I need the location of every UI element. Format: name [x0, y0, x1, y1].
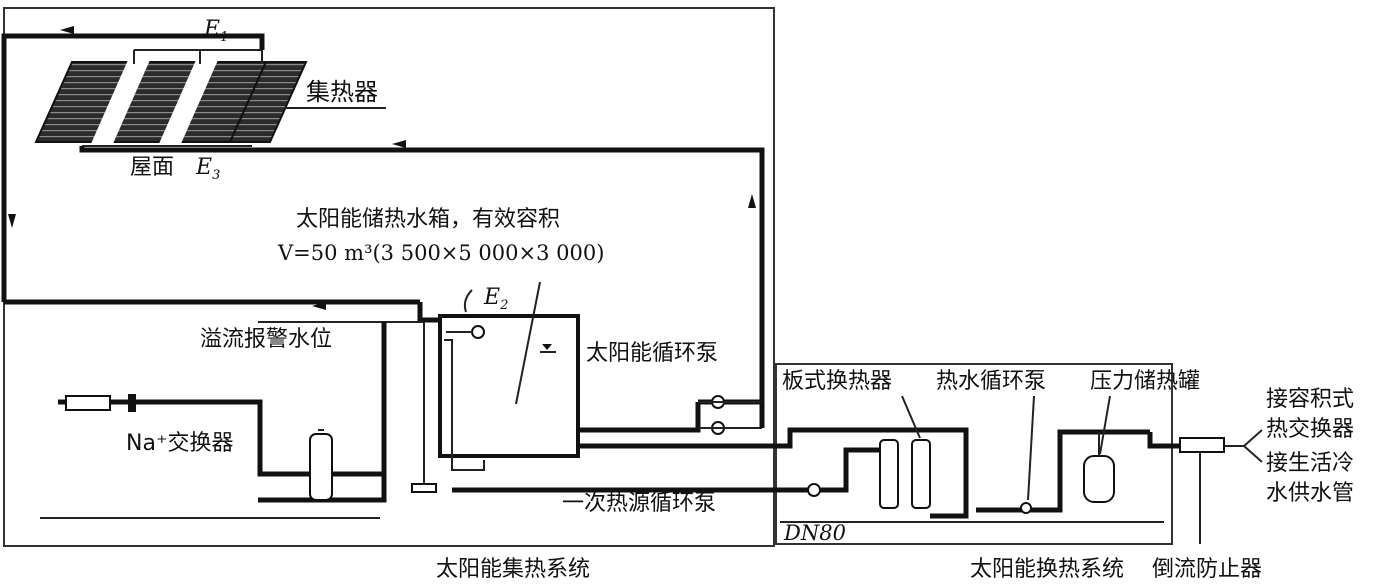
hot-water-circulation-pipe	[976, 429, 1150, 513]
label-tank-line2: V=50 m³(3 500×5 000×3 000)	[277, 241, 604, 265]
label-pressure-tank: 压力储热罐	[1090, 369, 1200, 394]
tank-water-level-mark	[542, 344, 552, 350]
label-backflow-preventer: 倒流防止器	[1152, 557, 1262, 582]
plate-exchanger-1	[879, 439, 899, 509]
label-dn80: DN80	[783, 521, 846, 545]
primary-loop-pipe	[452, 447, 880, 493]
pressure-storage-tank	[1083, 455, 1115, 503]
outlet-branch-top	[1243, 429, 1263, 447]
label-plate-exchanger: 板式换热器	[782, 369, 892, 394]
label-to-cold-2: 水供水管	[1266, 481, 1354, 506]
flow-arrow-supply	[392, 140, 406, 148]
label-e2: E2	[483, 285, 508, 313]
label-solar-pump: 太阳能循环泵	[586, 341, 718, 366]
exchange-system-frame	[775, 363, 1173, 545]
collector-panel-4	[228, 61, 308, 143]
label-roof: 屋面	[130, 155, 174, 180]
tank-leader-line	[515, 281, 541, 405]
label-to-exchanger-1: 接容积式	[1266, 387, 1354, 412]
solar-circulation-pump	[578, 395, 765, 435]
label-collector: 集热器	[306, 78, 378, 106]
collector-gap-2	[158, 60, 218, 146]
collector-gap-1	[90, 60, 150, 146]
solar-collector-array	[34, 49, 308, 147]
na-exchanger-vessel	[309, 433, 333, 501]
exchanger-outlet-pipe	[930, 427, 969, 519]
storage-tank	[438, 314, 580, 458]
plate-exchanger-2	[911, 439, 931, 509]
outlet-branch-bottom	[1243, 445, 1263, 463]
label-tank-line1: 太阳能储热水箱，有效容积	[296, 207, 560, 232]
backflow-preventer-icon	[1179, 437, 1225, 453]
label-system-exchange: 太阳能换热系统	[970, 557, 1124, 582]
e2-sensor	[471, 325, 485, 339]
tank-to-exchanger-pipe	[578, 427, 940, 449]
water-meter	[65, 395, 111, 411]
label-e1: E1	[203, 17, 228, 45]
label-to-cold-1: 接生活冷	[1266, 451, 1354, 476]
label-e3: E3	[195, 155, 220, 183]
overflow-inlet-pipe	[417, 302, 440, 323]
primary-pump-icon	[807, 483, 821, 497]
hot-water-pump-icon	[1020, 502, 1032, 514]
overflow-drain	[411, 483, 437, 493]
e2-sensor-lead	[463, 289, 473, 313]
label-to-exchanger-2: 热交换器	[1266, 417, 1354, 442]
collector-return-pipe	[1, 33, 265, 302]
flow-arrow-tank	[312, 302, 326, 310]
label-primary-pump: 一次热源循环泵	[562, 491, 716, 516]
pressure-tank-leader	[1099, 395, 1111, 455]
flow-arrow-top	[60, 26, 74, 34]
overflow-alarm-line	[258, 321, 425, 484]
flow-arrow-right	[748, 194, 756, 208]
label-overflow-alarm: 溢流报警水位	[200, 327, 332, 352]
label-system-collection: 太阳能集热系统	[436, 557, 590, 582]
feed-valve	[128, 394, 136, 412]
pump-discharge-pipe	[578, 402, 701, 433]
flow-arrow-left	[8, 214, 16, 228]
tank-drain-line	[444, 339, 485, 471]
label-hot-water-pump: 热水循环泵	[936, 369, 1046, 394]
plate-exchanger-leader	[901, 395, 921, 439]
softened-water-pipe	[258, 322, 387, 503]
label-na-exchanger: Na⁺交换器	[126, 431, 234, 456]
to-backflow-pipe	[1147, 432, 1180, 449]
hot-water-pump-leader	[1027, 395, 1035, 501]
